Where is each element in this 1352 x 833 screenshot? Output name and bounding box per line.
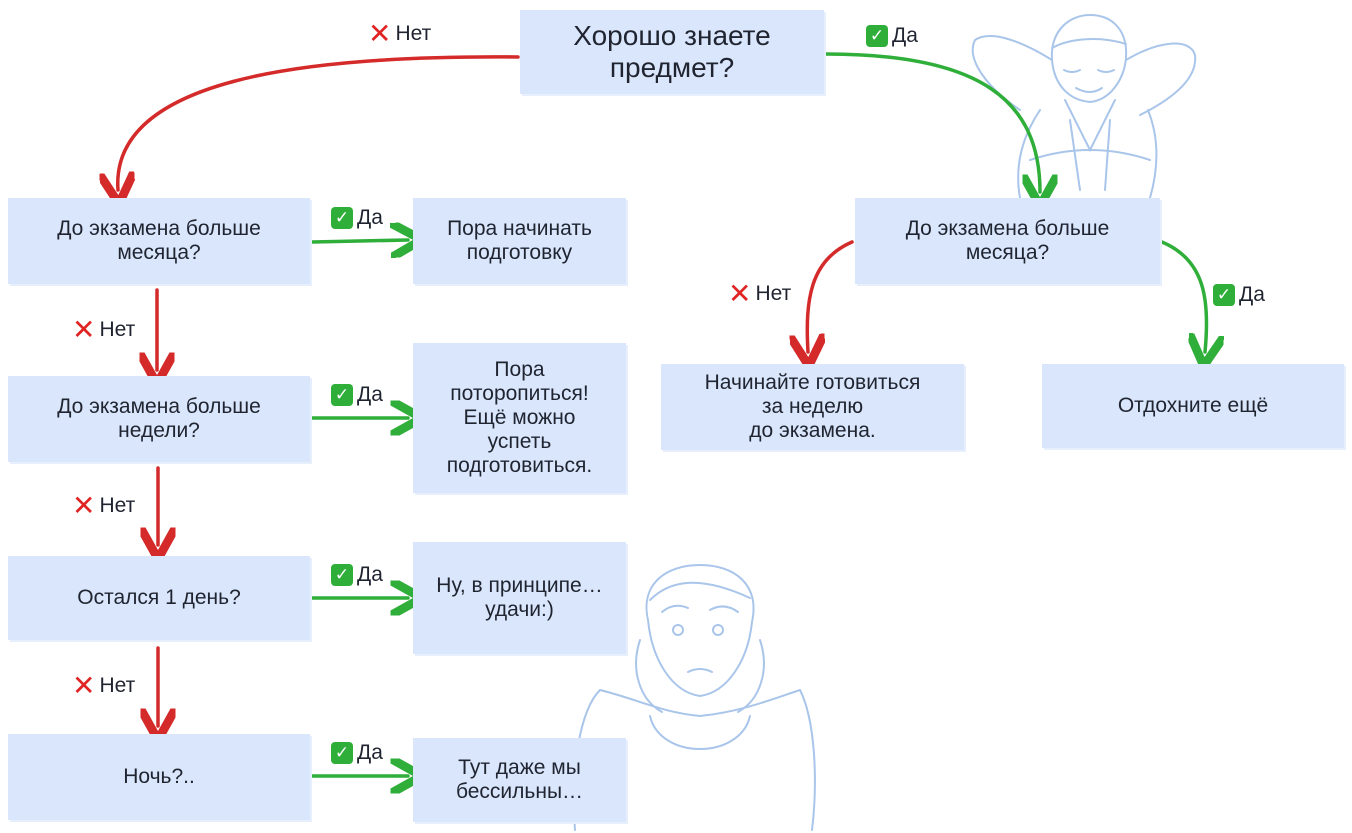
yes-label-4: ✓ Да (331, 741, 383, 765)
cross-icon: ✕ (368, 18, 392, 49)
left-a3-box: Ну, в принципе… удачи:) (413, 542, 626, 654)
checkmark-icon: ✓ (1213, 284, 1235, 306)
yes-text: Да (357, 563, 383, 586)
relaxed-man-illustration (971, 13, 1197, 199)
cross-icon: ✕ (728, 278, 752, 309)
yes-label-right: ✓ Да (1213, 283, 1265, 307)
no-label-2: ✕ Нет (72, 490, 136, 521)
arrow-yes-1 (310, 240, 408, 242)
left-q2-box: До экзамена больше недели? (8, 376, 310, 462)
no-label-top: ✕ Нет (368, 18, 432, 49)
no-label-1: ✕ Нет (72, 314, 136, 345)
yes-label-2: ✓ Да (331, 383, 383, 407)
checkmark-icon: ✓ (331, 384, 353, 406)
no-label-3: ✕ Нет (72, 670, 136, 701)
cross-icon: ✕ (72, 490, 96, 521)
yes-text: Да (357, 206, 383, 229)
arrow-yes-right (1160, 240, 1207, 352)
left-a1-box: Пора начинать подготовку (413, 198, 626, 284)
yes-text: Да (1239, 283, 1265, 306)
arrow-no-right (807, 240, 854, 352)
left-a4-box: Тут даже мы бессильны… (413, 738, 626, 822)
no-label-right: ✕ Нет (728, 278, 792, 309)
no-text: Нет (755, 282, 792, 305)
left-q4-box: Ночь?.. (8, 734, 310, 820)
left-q3-box: Остался 1 день? (8, 556, 310, 640)
cross-icon: ✕ (72, 314, 96, 345)
yes-label-1: ✓ Да (331, 206, 383, 230)
no-text: Нет (99, 494, 136, 517)
checkmark-icon: ✓ (866, 25, 888, 47)
yes-text: Да (357, 741, 383, 764)
no-text: Нет (99, 318, 136, 341)
arrow-no-top (118, 55, 520, 190)
no-text: Нет (99, 674, 136, 697)
left-q1-box: До экзамена больше месяца? (8, 198, 310, 284)
checkmark-icon: ✓ (331, 742, 353, 764)
right-q1-box: До экзамена больше месяца? (855, 198, 1160, 284)
checkmark-icon: ✓ (331, 207, 353, 229)
left-a2-box: Пора поторопиться! Ещё можно успеть подг… (413, 343, 626, 493)
no-text: Нет (395, 22, 432, 45)
yes-text: Да (892, 24, 918, 47)
yes-label-3: ✓ Да (331, 563, 383, 587)
yes-text: Да (357, 383, 383, 406)
title-question-box: Хорошо знаете предмет? (520, 10, 824, 94)
right-no-answer-box: Начинайте готовиться за неделю до экзаме… (661, 364, 964, 450)
arrow-yes-top (824, 52, 1040, 192)
checkmark-icon: ✓ (331, 564, 353, 586)
right-yes-answer-box: Отдохните ещё (1042, 364, 1344, 448)
yes-label-top: ✓ Да (866, 24, 918, 48)
cross-icon: ✕ (72, 670, 96, 701)
